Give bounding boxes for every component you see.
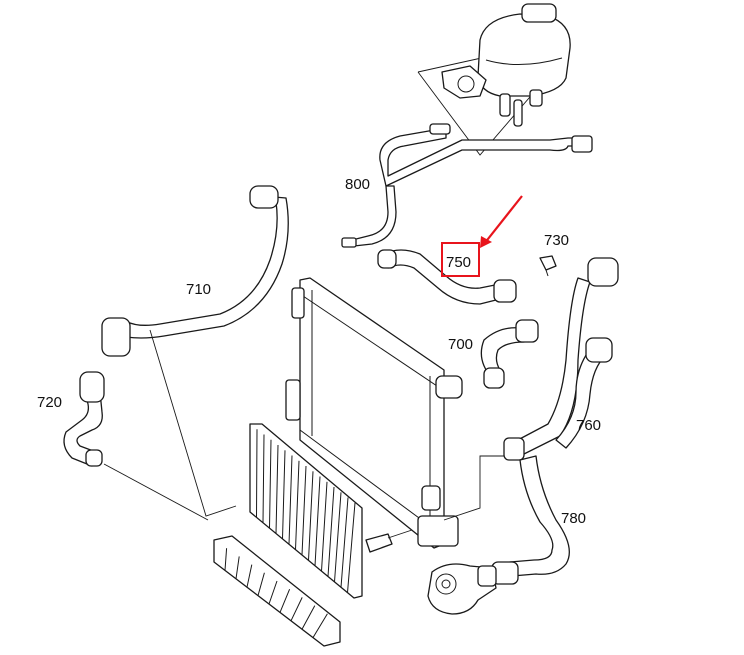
callout-760[interactable]: 760 [576, 417, 601, 434]
coolant-pump[interactable] [427, 563, 497, 615]
drain-connector [365, 529, 413, 553]
callout-750[interactable]: 750 [446, 254, 471, 271]
hose-710[interactable] [101, 185, 289, 517]
hose-720[interactable] [63, 371, 209, 521]
callout-750-highlight-box [441, 242, 480, 277]
intercooler[interactable] [213, 535, 341, 647]
hose-760[interactable] [443, 257, 619, 521]
expansion-tank[interactable] [417, 3, 571, 156]
callout-780[interactable]: 780 [561, 510, 586, 527]
callout-710[interactable]: 710 [186, 281, 211, 298]
condenser[interactable] [249, 423, 363, 599]
callout-720[interactable]: 720 [37, 394, 62, 411]
callout-730[interactable]: 730 [544, 232, 569, 249]
hose-780[interactable] [491, 455, 570, 585]
callout-800[interactable]: 800 [345, 176, 370, 193]
hose-800[interactable] [341, 123, 593, 248]
callout-700[interactable]: 700 [448, 336, 473, 353]
radiator[interactable] [285, 277, 463, 549]
highlight-arrow [480, 195, 523, 248]
hose-700[interactable] [480, 319, 539, 389]
clip-730[interactable] [539, 255, 557, 277]
